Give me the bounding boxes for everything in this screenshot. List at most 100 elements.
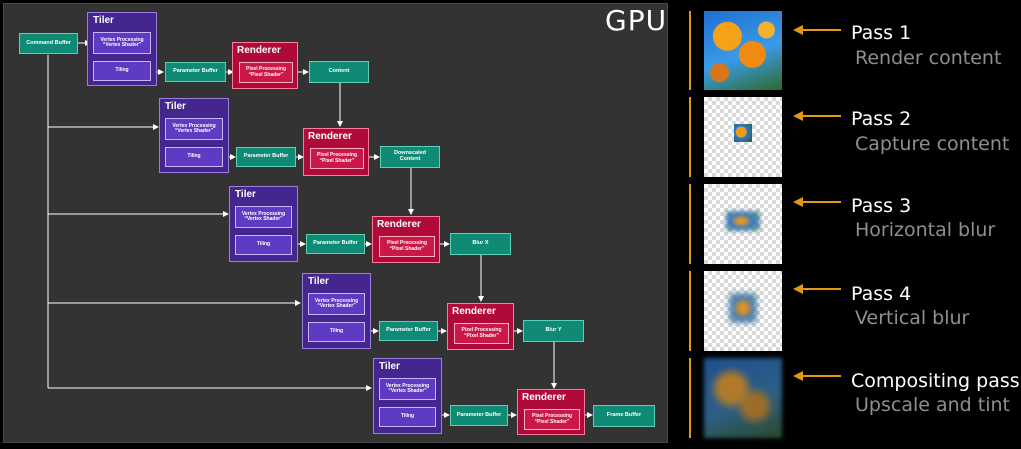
tiling-label: Tiling <box>400 413 415 420</box>
pixel-processing-label: Pixel Processing <box>386 240 428 246</box>
tiling-label: Tiling <box>329 328 344 335</box>
parameter-buffer-box: Parameter Buffer <box>306 234 365 254</box>
vertex-processing-box: Vertex Processing“Vertex Shader” <box>379 378 436 400</box>
frame-buffer-box: Frame Buffer <box>593 405 655 427</box>
vertex-processing-label: Vertex Processing <box>385 382 430 389</box>
pixel-processing-box: Pixel Processing“Pixel Shader” <box>379 236 435 257</box>
pass-4-thumbnail <box>704 271 782 351</box>
pass-3-title: Pass 3 <box>851 195 912 217</box>
compositing-thumbnail <box>704 358 782 438</box>
pass-1-thumbnail <box>704 11 782 90</box>
vertex-shader-label: “Vertex Shader” <box>317 303 356 309</box>
tiling-label: Tiling <box>187 153 201 160</box>
compositing-arrow-icon <box>793 371 841 381</box>
pass-1-arrow-icon <box>793 25 841 35</box>
renderer-pass-3: Renderer Pixel Processing“Pixel Shader” <box>372 216 440 263</box>
renderer-pass-1: Renderer Pixel Processing“Pixel Shader” <box>232 42 298 89</box>
tiler-pass-4: Tiler Vertex Processing“Vertex Shader” T… <box>302 273 371 349</box>
renderer-title: Renderer <box>377 219 421 230</box>
parameter-buffer-label: Parameter Buffer <box>173 68 218 75</box>
parameter-buffer-box: Parameter Buffer <box>450 405 508 426</box>
pass-4-subtitle: Vertical blur <box>855 307 970 329</box>
renderer-pass-2: Renderer Pixel Processing“Pixel Shader” <box>303 128 369 176</box>
pixel-processing-box: Pixel Processing“Pixel Shader” <box>239 62 293 83</box>
pass-3-thumbnail <box>704 184 782 264</box>
pass-1-title: Pass 1 <box>851 22 912 44</box>
vertex-shader-label: “Vertex Shader” <box>388 388 427 394</box>
pass-4-content-patch <box>729 293 757 323</box>
renderer-title: Renderer <box>522 392 566 403</box>
pass-1-subtitle: Render content <box>855 47 1002 69</box>
tiler-compositing: Tiler Vertex Processing“Vertex Shader” T… <box>373 358 442 434</box>
tiler-pass-1: Tiler Vertex Processing“Vertex Shader” T… <box>87 12 157 86</box>
pixel-shader-label: “Pixel Shader” <box>389 245 425 252</box>
compositing-divider <box>689 358 691 438</box>
pixel-shader-label: “Pixel Shader” <box>248 71 284 78</box>
parameter-buffer-box: Parameter Buffer <box>379 321 438 341</box>
renderer-title: Renderer <box>308 131 352 142</box>
parameter-buffer-box: Parameter Buffer <box>236 147 296 167</box>
parameter-buffer-label: Parameter Buffer <box>313 240 358 247</box>
pass-2-title: Pass 2 <box>851 108 912 130</box>
pass-1-divider <box>689 11 691 90</box>
renderer-pass-4: Renderer Pixel Processing“Pixel Shader” <box>447 303 514 350</box>
parameter-buffer-label: Parameter Buffer <box>456 411 502 418</box>
downscaled-label: Downscaled <box>393 150 427 157</box>
pass-3-subtitle: Horizontal blur <box>855 219 996 241</box>
tiler-title: Tiler <box>93 15 114 26</box>
renderer-title: Renderer <box>452 306 496 317</box>
tiler-title: Tiler <box>308 276 329 287</box>
pass-3-divider <box>689 184 691 264</box>
pixel-processing-box: Pixel Processing“Pixel Shader” <box>524 409 580 430</box>
tiling-box: Tiling <box>165 147 223 167</box>
pixel-processing-label: Pixel Processing <box>461 327 502 333</box>
vertex-shader-label: “Vertex Shader” <box>244 216 283 222</box>
pass-2-subtitle: Capture content <box>855 133 1010 155</box>
vertex-processing-label: Vertex Processing <box>314 297 359 304</box>
tiling-box: Tiling <box>308 322 365 342</box>
command-buffer-box: Command Buffer <box>19 33 78 54</box>
vertex-shader-label: “Vertex Shader” <box>102 42 142 48</box>
vertex-processing-label: Vertex Processing <box>172 122 216 129</box>
pixel-shader-label: “Pixel Shader” <box>534 418 570 425</box>
parameter-buffer-label: Parameter Buffer <box>386 327 431 334</box>
command-buffer-label: Command Buffer <box>26 39 71 46</box>
content-label: Content <box>328 68 350 75</box>
tiler-pass-3: Tiler Vertex Processing“Vertex Shader” T… <box>229 186 298 262</box>
pass-3-arrow-icon <box>793 197 841 207</box>
tiling-label: Tiling <box>115 67 129 74</box>
content-box: Content <box>309 61 369 83</box>
pixel-processing-label: Pixel Processing <box>531 413 573 419</box>
tiler-title: Tiler <box>379 361 400 372</box>
frame-buffer-label: Frame Buffer <box>606 412 642 419</box>
vertex-processing-label: Vertex Processing <box>100 36 144 43</box>
gpu-label: GPU <box>605 4 668 37</box>
pixel-processing-label: Pixel Processing <box>316 152 358 158</box>
vertex-processing-box: Vertex Processing“Vertex Shader” <box>235 206 292 228</box>
compositing-subtitle: Upscale and tint <box>855 394 1010 416</box>
parameter-buffer-label: Parameter Buffer <box>243 153 289 160</box>
pixel-shader-label: “Pixel Shader” <box>319 157 355 164</box>
pass-2-divider <box>689 97 691 177</box>
vertex-processing-box: Vertex Processing“Vertex Shader” <box>308 293 365 315</box>
tiling-label: Tiling <box>256 241 271 248</box>
pass-3-content-patch <box>726 211 760 231</box>
vertex-processing-box: Vertex Processing“Vertex Shader” <box>165 118 223 140</box>
pixel-processing-box: Pixel Processing“Pixel Shader” <box>454 323 509 344</box>
renderer-title: Renderer <box>237 45 281 56</box>
pass-4-divider <box>689 271 691 351</box>
blur-y-box: Blur Y <box>523 320 584 342</box>
pixel-shader-label: “Pixel Shader” <box>463 332 499 339</box>
vertex-shader-label: “Vertex Shader” <box>174 128 214 134</box>
blur-x-box: Blur X <box>450 233 511 255</box>
tiling-box: Tiling <box>235 235 292 255</box>
pass-4-arrow-icon <box>793 284 841 294</box>
downscaled-content-label: Content <box>399 156 421 162</box>
pixel-processing-box: Pixel Processing“Pixel Shader” <box>310 148 364 169</box>
tiling-box: Tiling <box>93 61 151 81</box>
pass-2-thumbnail <box>704 97 782 177</box>
tiler-title: Tiler <box>165 101 186 112</box>
blur-x-label: Blur X <box>472 240 489 247</box>
pass-2-content-patch <box>734 124 752 142</box>
